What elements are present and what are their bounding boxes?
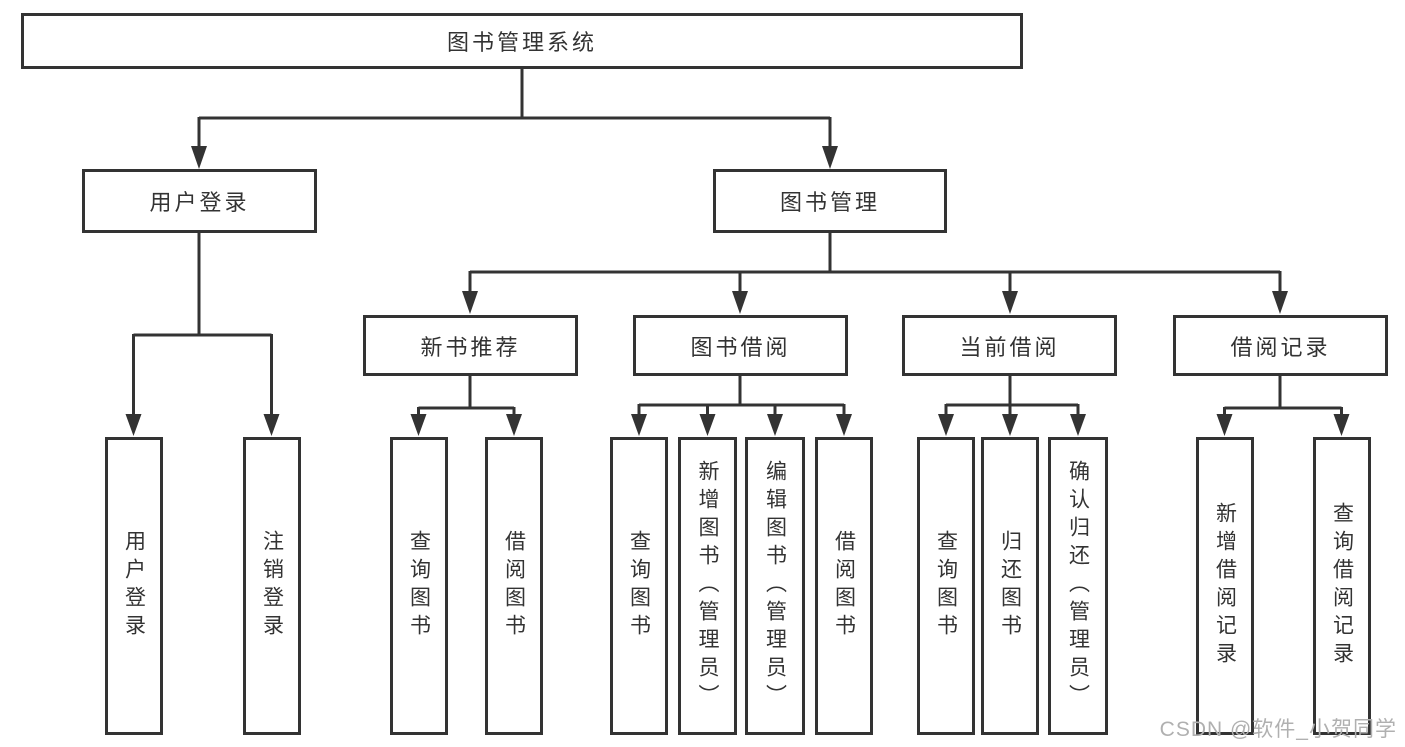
leaf-label: 借阅图书 — [502, 530, 526, 642]
node-book-management: 图书管理 — [713, 169, 947, 233]
leaf-add-borrow-record: 新增借阅记录 — [1196, 437, 1254, 735]
node-label: 借阅记录 — [1230, 334, 1331, 360]
node-label: 当前借阅 — [959, 334, 1060, 360]
leaf-add-books-admin: 新增图书（管理员） — [678, 437, 737, 735]
leaf-query-books-recommend: 查询图书 — [390, 437, 448, 735]
node-new-book-recommend: 新书推荐 — [363, 315, 578, 376]
leaf-label: 新增图书（管理员） — [696, 460, 719, 712]
leaf-return-books: 归还图书 — [981, 437, 1039, 735]
leaf-label: 借阅图书 — [832, 530, 856, 642]
leaf-query-books-current: 查询图书 — [917, 437, 975, 735]
node-user-login: 用户登录 — [82, 169, 317, 233]
node-label: 用户登录 — [149, 190, 250, 215]
leaf-label: 新增借阅记录 — [1213, 502, 1237, 670]
leaf-label: 注销登录 — [260, 530, 284, 642]
node-current-borrow: 当前借阅 — [902, 315, 1117, 376]
leaf-label: 用户登录 — [122, 530, 146, 642]
node-label: 图书借阅 — [690, 334, 791, 360]
leaf-label: 确认归还（管理员） — [1066, 460, 1090, 712]
leaf-edit-books-admin: 编辑图书（管理员） — [745, 437, 805, 735]
node-borrow-records: 借阅记录 — [1173, 315, 1388, 376]
node-library-management-system: 图书管理系统 — [21, 13, 1023, 69]
leaf-label: 查询图书 — [934, 530, 958, 642]
leaf-query-books-borrow: 查询图书 — [610, 437, 668, 735]
csdn-watermark: CSDN @软件_小贺同学 — [1159, 718, 1397, 741]
node-label: 新书推荐 — [420, 334, 521, 360]
leaf-confirm-return-admin: 确认归还（管理员） — [1048, 437, 1108, 735]
leaf-label: 查询图书 — [407, 530, 431, 642]
node-label: 图书管理 — [779, 190, 880, 215]
leaf-label: 归还图书 — [998, 530, 1022, 642]
node-label: 图书管理系统 — [446, 30, 597, 55]
node-book-borrow: 图书借阅 — [633, 315, 848, 376]
leaf-logout: 注销登录 — [243, 437, 301, 735]
leaf-label: 查询图书 — [627, 530, 651, 642]
leaf-label: 查询借阅记录 — [1330, 502, 1354, 670]
leaf-query-borrow-record: 查询借阅记录 — [1313, 437, 1371, 735]
leaf-user-login: 用户登录 — [105, 437, 163, 735]
leaf-borrow-books: 借阅图书 — [815, 437, 873, 735]
leaf-borrow-books-recommend: 借阅图书 — [485, 437, 543, 735]
leaf-label: 编辑图书（管理员） — [763, 460, 787, 712]
